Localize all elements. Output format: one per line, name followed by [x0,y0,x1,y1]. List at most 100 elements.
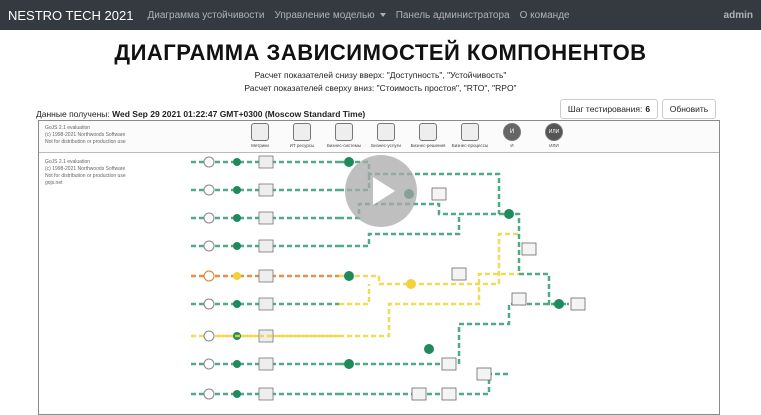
eval-line: Not for distribution or production use [45,173,126,179]
nav-model-management-label: Управление моделью [274,9,375,21]
and-icon [233,186,241,194]
process-icon [461,123,479,141]
chart-icon [419,123,437,141]
data-received-label: Данные получены: [36,109,110,119]
dependency-link [339,302,569,366]
monitor-icon [431,187,447,201]
palette-item-label: Бизнес-услуги [371,143,401,148]
server-icon [258,297,274,311]
monitor-icon [441,387,457,401]
monitor-icon [411,387,427,401]
gate-node [424,344,434,354]
palette-item[interactable]: Бизнес-системы [323,123,365,148]
diagram-eval-notice: GoJS 2.1 evaluation (c) 1998-2021 Northw… [45,159,126,187]
server-icon [258,269,274,283]
gauge-icon [203,388,215,400]
gauge-icon [203,240,215,252]
monitor-icon [476,367,492,381]
gauge-icon [203,358,215,370]
palette-item-label: Метрики [251,143,269,148]
and-icon [233,242,241,250]
gate-node [554,299,564,309]
subtitle-bottom-up: Расчет показателей снизу вверх: "Доступн… [254,70,507,80]
nav-model-management[interactable]: Управление моделью [274,9,386,21]
server-icon [258,239,274,253]
palette-item[interactable]: Бизнес-решения [407,123,449,148]
test-step-label: Шаг тестирования: [567,104,643,114]
monitor-icon [521,242,537,256]
eval-line: GoJS 2.1 evaluation [45,125,91,131]
gate-node [344,157,354,167]
refresh-button[interactable]: Обновить [662,99,716,119]
palette-item[interactable]: ИТ ресурсы [281,123,323,148]
monitor-icon [335,123,353,141]
eval-line: (c) 1998-2021 Northwoods Software [45,166,126,172]
server-icon [258,211,274,225]
component-palette: GoJS 2.1 evaluation (c) 1998-2021 Northw… [39,121,719,153]
service-icon [377,123,395,141]
eval-line: gojs.net [45,180,63,186]
page-title: ДИАГРАММА ЗАВИСИМОСТЕЙ КОМПОНЕНТОВ [114,40,647,65]
palette-item[interactable]: Бизнес-услуги [365,123,407,148]
palette-item[interactable]: Метрики [239,123,281,148]
dependency-link [339,284,371,306]
nav-about-team[interactable]: О команде [519,9,570,21]
and-icon [233,390,241,398]
play-icon [373,177,395,205]
eval-line: GoJS 2.1 evaluation [45,159,91,165]
eval-line: Not for distribution or production use [45,139,126,145]
gate-node [344,359,354,369]
server-icon [258,183,274,197]
server-icon [258,387,274,401]
monitor-icon [451,267,467,281]
eval-line: (c) 1998-2021 Northwoods Software [45,132,126,138]
palette-item[interactable]: Бизнес-процессы [449,123,491,148]
dependency-link [219,272,519,338]
nav-admin-panel[interactable]: Панель администратора [395,9,510,21]
gauge-icon [203,298,215,310]
dependency-link [499,212,569,306]
gauge-icon [203,212,215,224]
palette-eval-notice: GoJS 2.1 evaluation (c) 1998-2021 Northw… [45,125,126,146]
and-icon [233,272,241,280]
and-icon [233,360,241,368]
palette-item-label: ИТ ресурсы [289,143,315,148]
data-received-value: Wed Sep 29 2021 01:22:47 GMT+0300 (Mosco… [112,109,366,119]
subtitle-top-down: Расчет показателей сверху вниз: "Стоимос… [244,83,517,93]
monitor-icon [441,357,457,371]
gauge-icon [203,156,215,168]
palette-item-label: И [510,143,514,148]
monitor-icon [511,292,527,306]
data-received: Данные получены: Wed Sep 29 2021 01:22:4… [36,109,365,119]
test-step-button[interactable]: Шаг тестирования:6 [560,99,658,119]
palette-items: Метрики ИТ ресурсы Бизнес-системы Бизнес-ус… [239,123,575,148]
gate-node [344,271,354,281]
brand-logo[interactable]: NESTRO TECH 2021 [8,7,134,23]
dependency-link [339,232,519,286]
video-play-button[interactable] [345,155,417,227]
server-icon [258,155,274,169]
and-icon [233,158,241,166]
chevron-down-icon [379,13,386,17]
gauge-icon [203,270,215,282]
or-icon: ИЛИ [545,123,563,141]
test-step-value: 6 [645,104,651,114]
info-row: Данные получены: Wed Sep 29 2021 01:22:4… [0,99,761,123]
gauge-icon [203,184,215,196]
palette-item-label: Бизнес-решения [410,143,446,148]
server-icon [293,123,311,141]
user-menu[interactable]: admin [723,9,753,21]
gate-node [406,279,416,289]
palette-item-label: Бизнес-системы [326,143,362,148]
gauge-icon [203,330,215,342]
gate-node [504,209,514,219]
dependency-link [339,214,461,248]
navbar: NESTRO TECH 2021 Диаграмма устойчивости … [0,0,761,30]
and-icon: И [503,123,521,141]
server-icon [258,357,274,371]
nav-stability-diagram[interactable]: Диаграмма устойчивости [147,9,265,21]
and-icon [233,214,241,222]
and-icon [233,300,241,308]
